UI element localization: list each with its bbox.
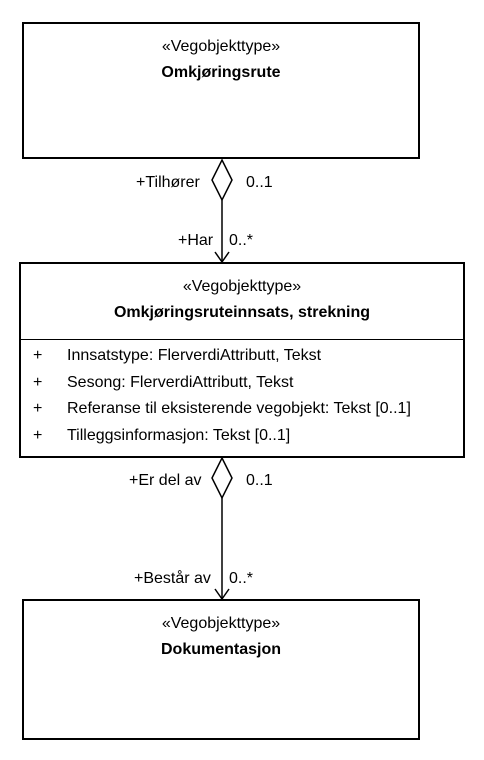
attribute-text: Sesong: FlerverdiAttributt, Tekst — [67, 374, 294, 391]
stereotype-label: «Vegobjekttype» — [182, 278, 302, 295]
multiplicity-label: 0..* — [229, 570, 254, 587]
visibility-marker: + — [33, 427, 43, 444]
role-label-er-del-av: +Er del av — [129, 472, 202, 489]
stereotype-label: «Vegobjekttype» — [161, 615, 281, 632]
role-label-tilhorer: +Tilhører — [136, 174, 200, 191]
attribute-divider — [21, 339, 463, 340]
multiplicity-label: 0..* — [229, 232, 254, 249]
class-name: Omkjøringsruteinnsats, strekning — [113, 304, 371, 321]
visibility-marker: + — [33, 347, 43, 364]
multiplicity-label: 0..1 — [246, 174, 273, 191]
class-dokumentasjon[interactable]: «Vegobjekttype» Dokumentasjon — [22, 599, 420, 740]
stereotype-label: «Vegobjekttype» — [161, 38, 281, 55]
aggregation-diamond-1[interactable] — [211, 158, 233, 202]
role-label-bestar-av: +Består av — [134, 570, 211, 587]
role-label-har: +Har — [178, 232, 214, 249]
class-omkjoringsrute[interactable]: «Vegobjekttype» Omkjøringsrute — [22, 22, 420, 159]
attribute-text: Innsatstype: FlerverdiAttributt, Tekst — [67, 347, 322, 364]
aggregation-diamond-2[interactable] — [211, 456, 233, 500]
attribute-text: Referanse til eksisterende vegobjekt: Te… — [67, 400, 411, 417]
class-name: Dokumentasjon — [160, 641, 281, 658]
visibility-marker: + — [33, 400, 43, 417]
multiplicity-label: 0..1 — [246, 472, 273, 489]
visibility-marker: + — [33, 374, 43, 391]
class-name: Omkjøringsrute — [161, 64, 281, 81]
attribute-text: Tilleggsinformasjon: Tekst [0..1] — [67, 427, 291, 444]
class-omkjoringsruteinnsats-strekning[interactable]: «Vegobjekttype» Omkjøringsruteinnsats, s… — [19, 262, 465, 458]
